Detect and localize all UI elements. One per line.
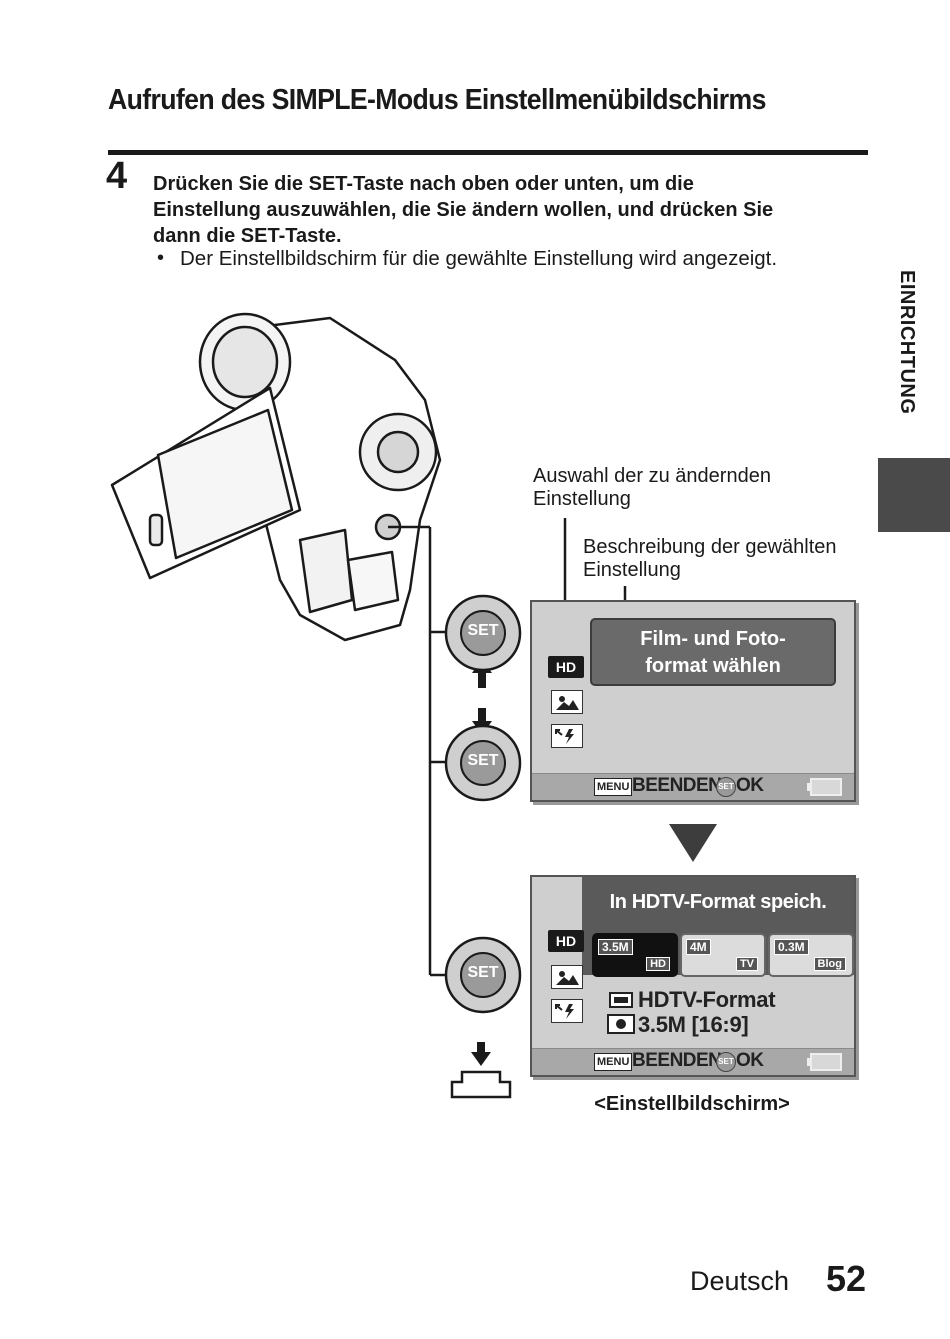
option-tile-hd[interactable]: 3.5M HD (592, 933, 678, 977)
option-sub: Blog (813, 957, 846, 971)
set-button-icon (444, 594, 522, 672)
setting-description-line: Film- und Foto- (640, 628, 786, 650)
hd-mode-icon[interactable]: HD (548, 930, 584, 952)
option-tile-tv[interactable]: 4M TV (680, 933, 766, 977)
option-size: 0.3M (774, 939, 809, 955)
option-size: 3.5M (598, 939, 633, 955)
set-button-up-dial[interactable]: SET (444, 594, 522, 672)
option-header: In HDTV-Format speich. (609, 891, 827, 913)
chapter-side-label: EINRICHTUNG (896, 270, 918, 415)
title-rule (108, 150, 868, 155)
option-size: 4M (686, 939, 711, 955)
settings-screen: In HDTV-Format speich. HD 3.5M HD 4M TV … (530, 875, 856, 1077)
callout-selection-line: Einstellung (533, 488, 631, 510)
status-bar: MENU BEENDEN SET OK (532, 1048, 854, 1075)
option-tile-blog[interactable]: 0.3M Blog (768, 933, 854, 977)
hd-mode-icon[interactable]: HD (548, 656, 584, 678)
ok-label: OK (736, 1050, 764, 1071)
set-label: SET (467, 964, 499, 981)
flash-icon[interactable] (551, 724, 583, 748)
set-button-icon (444, 936, 522, 1014)
callout-selection-line: Auswahl der zu ändernden (533, 465, 771, 487)
battery-icon (807, 1053, 842, 1071)
menu-chip: MENU (594, 778, 633, 796)
scene-icon[interactable] (551, 690, 583, 714)
bullet-marker: • (157, 247, 165, 269)
callout-selection: Auswahl der zu ändernden Einstellung (533, 465, 771, 511)
footer-language: Deutsch (690, 1266, 790, 1296)
set-button-down-dial[interactable]: SET (444, 724, 522, 802)
set-button-icon (444, 724, 522, 802)
chapter-tab (878, 458, 950, 532)
step-number: 4 (106, 155, 128, 197)
option-sub: TV (735, 957, 758, 971)
menu-screen: HD Film- und Foto- format wählen MENU BE… (530, 600, 856, 802)
callout-description-line: Einstellung (583, 559, 681, 581)
battery-icon (807, 778, 842, 796)
callout-description: Beschreibung der gewählten Einstellung (583, 536, 837, 582)
step-instruction-line: dann die SET-Taste. (153, 225, 342, 247)
photo-setting: 3.5M [16:9] (638, 1012, 749, 1037)
callout-description-line: Beschreibung der gewählten (583, 536, 837, 558)
movie-setting: HDTV-Format (638, 987, 776, 1012)
exit-label: BEENDEN (632, 1050, 722, 1071)
step-instruction-line: Drücken Sie die SET-Taste nach oben oder… (153, 173, 694, 195)
page-number: 52 (826, 1258, 867, 1299)
screen-caption: <Einstellbildschirm> (594, 1093, 790, 1115)
movie-photo-icons (607, 992, 635, 1034)
set-chip: SET (716, 777, 736, 797)
set-button-press-dial[interactable]: SET (444, 936, 522, 1014)
flash-icon[interactable] (551, 999, 583, 1023)
set-label: SET (467, 622, 499, 639)
set-chip: SET (716, 1052, 736, 1072)
bullet-text: Der Einstellbildschirm für die gewählte … (180, 247, 778, 270)
setting-description: Film- und Foto- format wählen (590, 618, 836, 686)
menu-chip: MENU (594, 1053, 633, 1071)
page-title: Aufrufen des SIMPLE-Modus Einstellmenübi… (108, 84, 766, 116)
status-bar: MENU BEENDEN SET OK (532, 773, 854, 800)
setting-description-line: format wählen (645, 655, 781, 677)
option-sub: HD (646, 957, 670, 971)
step-instruction-line: Einstellung auszuwählen, die Sie ändern … (153, 199, 774, 221)
transition-arrow-icon (669, 824, 717, 862)
set-label: SET (467, 752, 499, 769)
scene-icon[interactable] (551, 965, 583, 989)
ok-label: OK (736, 775, 764, 796)
exit-label: BEENDEN (632, 775, 722, 796)
step-instruction: Drücken Sie die SET-Taste nach oben oder… (153, 171, 865, 249)
